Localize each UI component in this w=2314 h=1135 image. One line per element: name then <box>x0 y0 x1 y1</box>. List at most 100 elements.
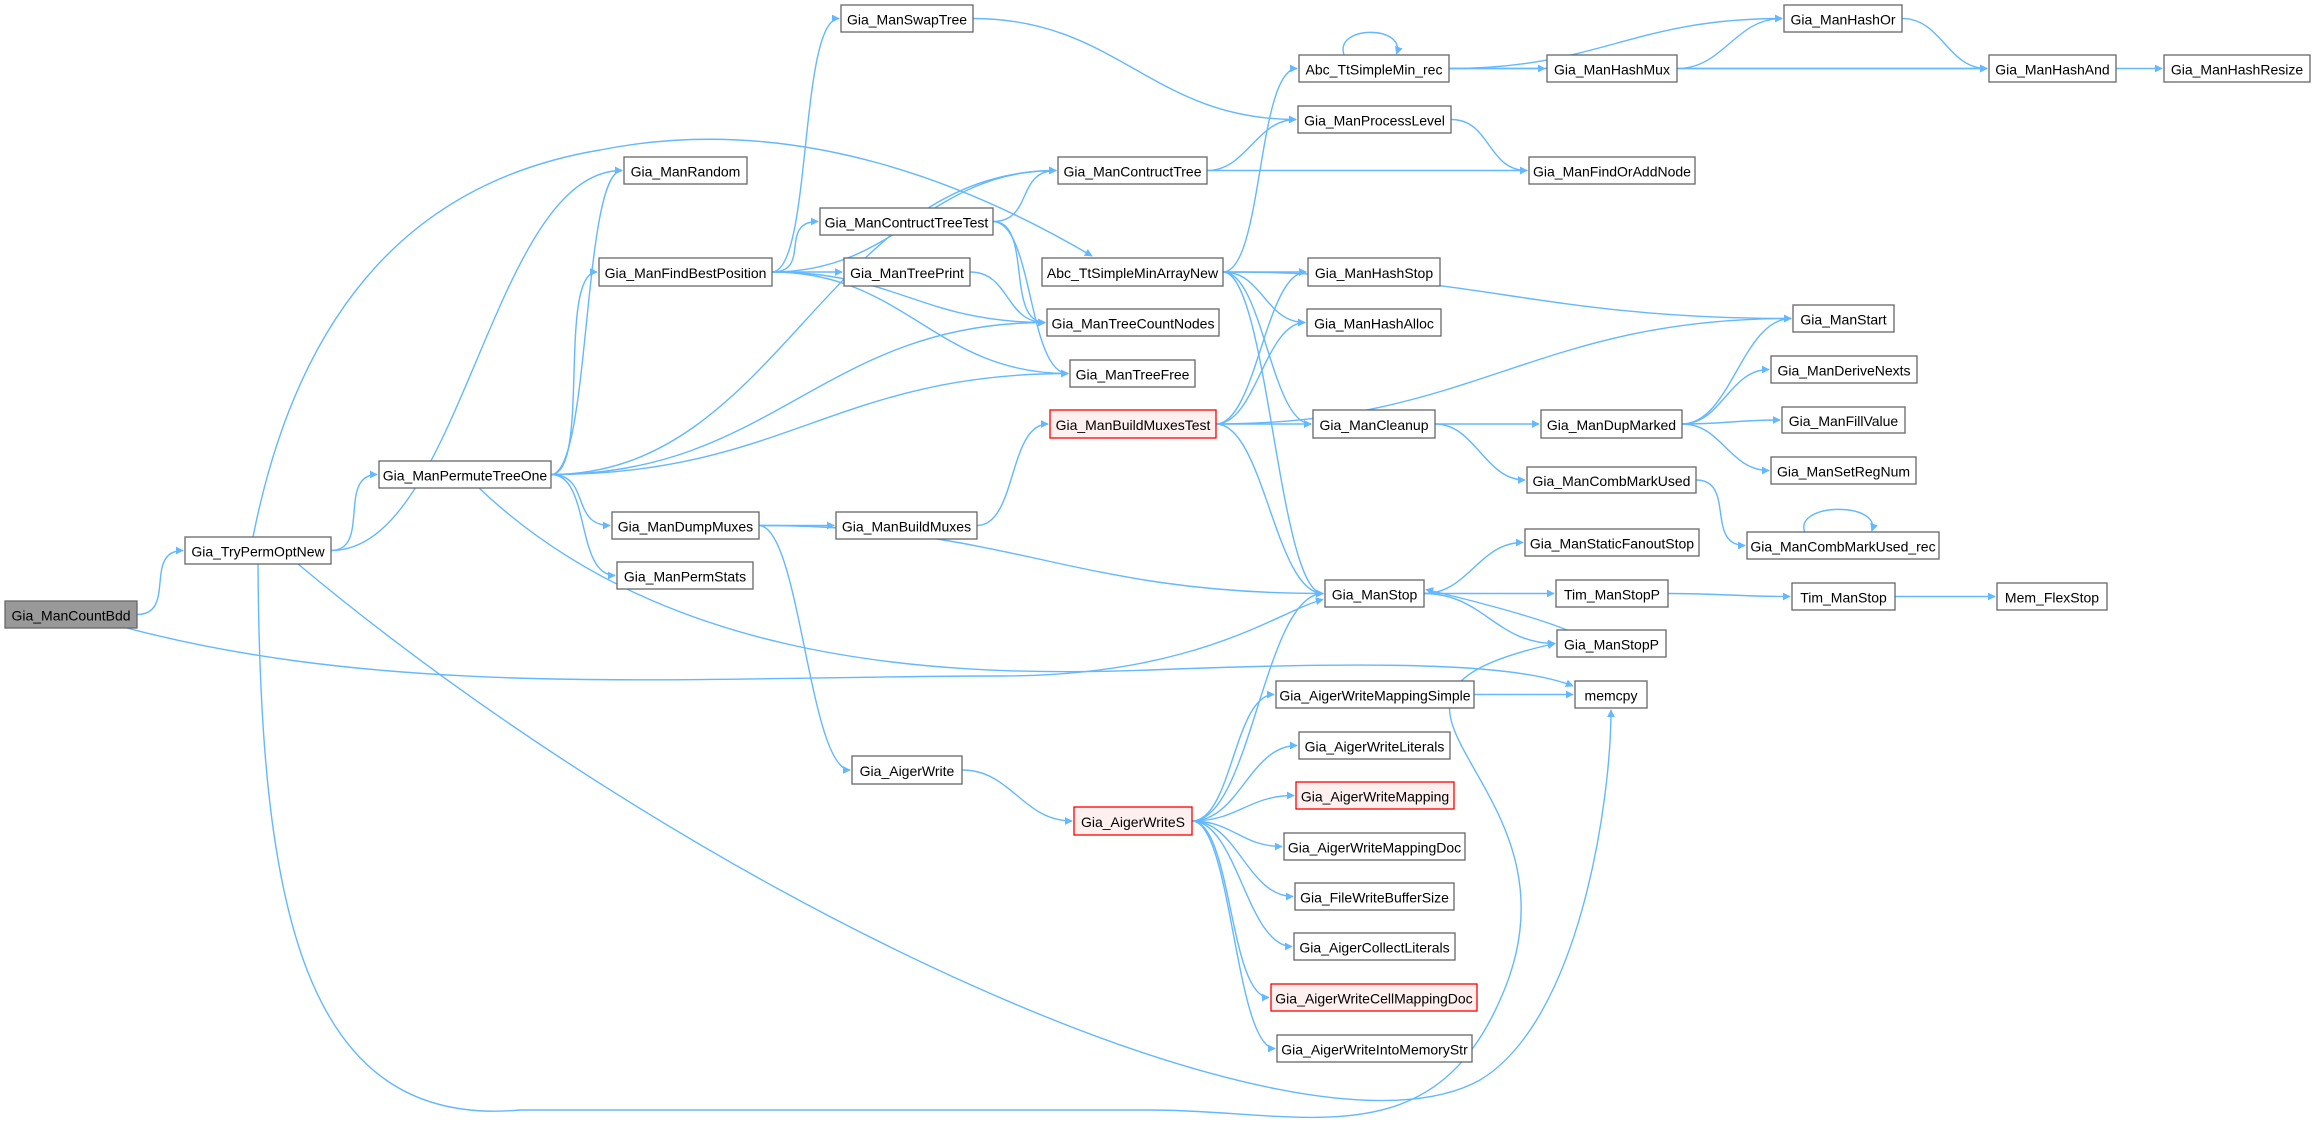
edge-process-level-to-find-or-add-node <box>1450 118 1528 175</box>
node-label: Gia_ManDeriveNexts <box>1777 363 1910 379</box>
node-label: Gia_FileWriteBufferSize <box>1300 890 1449 906</box>
node-box <box>184 536 332 565</box>
edge-build-muxes-to-build-muxes-test <box>976 420 1049 527</box>
node-aiger-write[interactable]: Gia_AigerWrite <box>851 755 963 785</box>
node-box <box>378 460 552 489</box>
edge-permute-tree-one-to-find-best-position <box>550 268 598 476</box>
edge-tim-stop-p-to-tim-stop <box>1667 592 1791 601</box>
node-aiger-write-s[interactable]: Gia_AigerWriteS <box>1073 806 1193 836</box>
node-swap-tree[interactable]: Gia_ManSwapTree <box>840 4 974 33</box>
node-label: Gia_ManPermStats <box>624 569 746 585</box>
node-dump-muxes[interactable]: Gia_ManDumpMuxes <box>611 511 760 540</box>
node-label: Gia_ManSetRegNum <box>1777 464 1910 480</box>
node-contruct-tree[interactable]: Gia_ManContructTree <box>1057 156 1208 185</box>
edge-find-best-position-to-swap-tree <box>771 14 840 273</box>
edge-try-perm-opt-new-to-simple-min-array-new <box>252 138 1093 538</box>
edge-aiger-write-s-to-collect-literals <box>1191 820 1293 951</box>
node-set-reg-num[interactable]: Gia_ManSetRegNum <box>1770 456 1917 485</box>
node-contruct-tree-test[interactable]: Gia_ManContructTreeTest <box>819 207 994 236</box>
edge-build-muxes-test-to-hash-alloc <box>1215 318 1306 425</box>
node-find-or-add-node[interactable]: Gia_ManFindOrAddNode <box>1528 156 1696 185</box>
node-label: Gia_ManRandom <box>631 164 741 180</box>
node-box <box>623 156 748 185</box>
edge-permute-tree-one-to-tree-free <box>550 369 1069 476</box>
node-build-muxes-test[interactable]: Gia_ManBuildMuxesTest <box>1049 409 1217 439</box>
node-tim-stop-p[interactable]: Tim_ManStopP <box>1555 579 1669 608</box>
node-label: Tim_ManStop <box>1800 590 1887 606</box>
edge-count-bdd-to-try-perm-opt-new <box>136 546 184 616</box>
node-fill-value[interactable]: Gia_ManFillValue <box>1781 406 1906 434</box>
node-count-bdd[interactable]: Gia_ManCountBdd <box>4 600 138 629</box>
node-write-into-memory-str[interactable]: Gia_AigerWriteIntoMemoryStr <box>1276 1034 1473 1063</box>
node-label: Gia_ManProcessLevel <box>1304 113 1445 129</box>
node-perm-stats[interactable]: Gia_ManPermStats <box>616 561 754 590</box>
node-label: Gia_AigerWriteMapping <box>1301 789 1449 805</box>
node-simple-min-array-new[interactable]: Abc_TtSimpleMinArrayNew <box>1041 257 1224 287</box>
node-label: Gia_ManStopP <box>1564 637 1659 653</box>
edge-find-best-position-to-tree-free <box>771 271 1069 378</box>
edge-aiger-write-s-to-write-mapping <box>1191 791 1295 822</box>
node-label: Gia_TryPermOptNew <box>191 544 325 560</box>
edge-aiger-write-s-to-write-mapping-simple <box>1191 690 1275 822</box>
node-man-stop-p[interactable]: Gia_ManStopP <box>1556 629 1667 658</box>
edges-layer <box>126 14 2163 1119</box>
node-box <box>840 4 974 33</box>
node-label: Gia_ManContructTree <box>1064 164 1202 180</box>
node-label: Gia_ManHashOr <box>1790 12 1895 28</box>
node-box <box>843 257 971 287</box>
node-simple-min-rec[interactable]: Abc_TtSimpleMin_rec <box>1298 54 1450 83</box>
node-man-start[interactable]: Gia_ManStart <box>1792 304 1895 333</box>
edge-simple-min-rec-to-hash-or <box>1448 14 1783 70</box>
node-comb-mark-used-rec[interactable]: Gia_ManCombMarkUsed_rec <box>1746 531 1940 560</box>
edge-simple-min-array-new-to-hash-alloc <box>1222 271 1306 327</box>
node-comb-mark-used[interactable]: Gia_ManCombMarkUsed <box>1526 466 1697 494</box>
node-label: Gia_AigerWriteLiterals <box>1305 739 1445 755</box>
node-find-best-position[interactable]: Gia_ManFindBestPosition <box>598 257 773 287</box>
node-label: Gia_ManBuildMuxesTest <box>1056 417 1211 433</box>
nodes-layer: Gia_ManCountBddGia_TryPermOptNewGia_ManP… <box>4 4 2311 1063</box>
node-tree-print[interactable]: Gia_ManTreePrint <box>843 257 971 287</box>
node-cleanup[interactable]: Gia_ManCleanup <box>1312 409 1436 439</box>
node-box <box>1770 456 1917 485</box>
node-static-fanout-stop[interactable]: Gia_ManStaticFanoutStop <box>1524 528 1700 557</box>
node-man-stop[interactable]: Gia_ManStop <box>1324 579 1425 608</box>
node-box <box>1312 409 1436 439</box>
node-label: Gia_ManFindBestPosition <box>605 265 767 281</box>
node-derive-nexts[interactable]: Gia_ManDeriveNexts <box>1770 355 1918 384</box>
node-label: Mem_FlexStop <box>2005 590 2099 606</box>
edge-permute-tree-one-to-tree-count-nodes <box>550 318 1046 476</box>
node-hash-resize[interactable]: Gia_ManHashResize <box>2163 54 2311 83</box>
node-hash-alloc[interactable]: Gia_ManHashAlloc <box>1306 308 1442 337</box>
node-hash-and[interactable]: Gia_ManHashAnd <box>1988 54 2117 83</box>
node-dup-marked[interactable]: Gia_ManDupMarked <box>1540 409 1683 439</box>
node-write-mapping-simple[interactable]: Gia_AigerWriteMappingSimple <box>1275 680 1475 709</box>
node-write-mapping[interactable]: Gia_AigerWriteMapping <box>1295 781 1455 810</box>
node-tree-free[interactable]: Gia_ManTreeFree <box>1069 359 1196 388</box>
node-write-literals[interactable]: Gia_AigerWriteLiterals <box>1298 731 1451 760</box>
node-try-perm-opt-new[interactable]: Gia_TryPermOptNew <box>184 536 332 565</box>
edge-build-muxes-test-to-man-start <box>1215 314 1792 425</box>
node-write-mapping-doc[interactable]: Gia_AigerWriteMappingDoc <box>1283 832 1466 861</box>
node-tim-stop[interactable]: Tim_ManStop <box>1791 582 1896 611</box>
node-permute-tree-one[interactable]: Gia_ManPermuteTreeOne <box>378 460 552 489</box>
node-box <box>611 511 760 540</box>
node-mem-flex-stop[interactable]: Mem_FlexStop <box>1996 582 2108 611</box>
node-build-muxes[interactable]: Gia_ManBuildMuxes <box>835 511 978 540</box>
node-label: Gia_ManHashAlloc <box>1314 316 1434 332</box>
node-label: Gia_AigerWriteCellMappingDoc <box>1275 991 1472 1007</box>
node-box <box>1276 1034 1473 1063</box>
node-tree-count-nodes[interactable]: Gia_ManTreeCountNodes <box>1046 308 1220 337</box>
node-write-cell-mapping-doc[interactable]: Gia_AigerWriteCellMappingDoc <box>1270 983 1478 1012</box>
node-hash-or[interactable]: Gia_ManHashOr <box>1783 4 1903 33</box>
node-label: Gia_AigerWrite <box>860 763 955 779</box>
node-memcpy[interactable]: memcpy <box>1574 680 1648 709</box>
node-collect-literals[interactable]: Gia_AigerCollectLiterals <box>1293 932 1456 961</box>
node-man-random[interactable]: Gia_ManRandom <box>623 156 748 185</box>
node-hash-mux[interactable]: Gia_ManHashMux <box>1546 54 1678 83</box>
edge-contruct-tree-test-to-tree-count-nodes <box>992 220 1046 327</box>
node-process-level[interactable]: Gia_ManProcessLevel <box>1297 105 1452 134</box>
node-file-write-buffer-size[interactable]: Gia_FileWriteBufferSize <box>1294 882 1455 911</box>
node-box <box>1746 531 1940 560</box>
edge-permute-tree-one-to-perm-stats <box>550 473 616 580</box>
node-hash-stop[interactable]: Gia_ManHashStop <box>1307 257 1441 287</box>
